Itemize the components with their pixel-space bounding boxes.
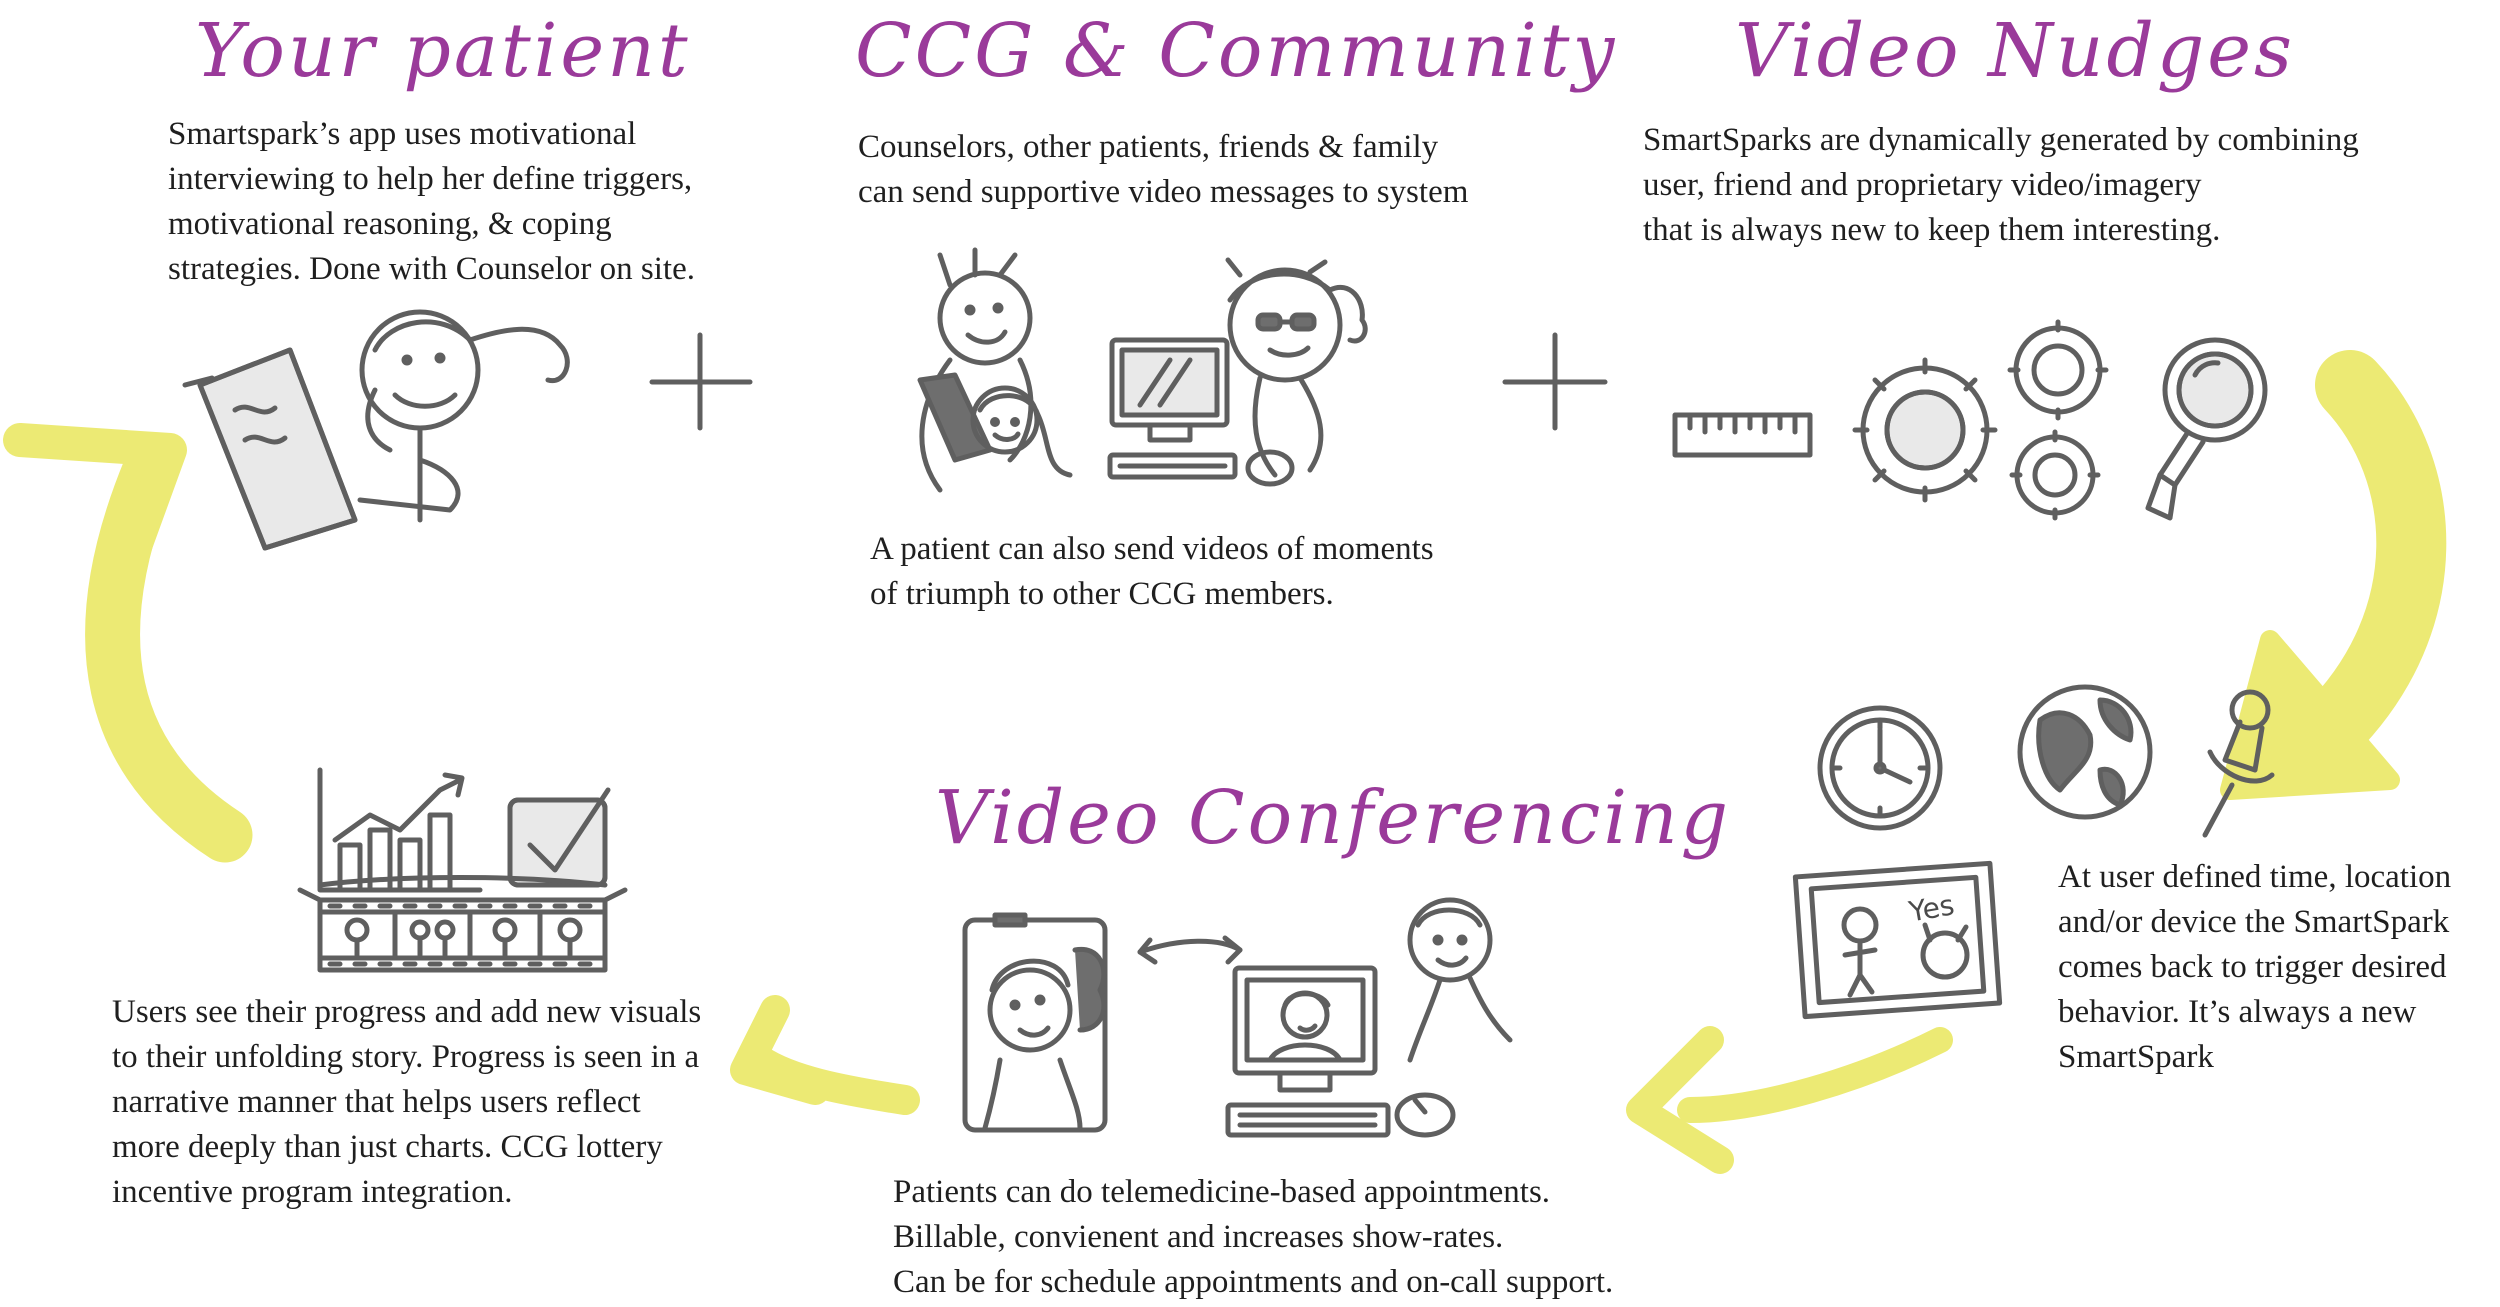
video-nudges-description: SmartSparks are dynamically generated by… — [1643, 118, 2359, 253]
ccg-community-title: CCG & Community — [855, 8, 1618, 94]
computer-icon — [1225, 965, 1456, 1138]
magnifier-icon — [2145, 337, 2268, 521]
your-patient-description: Smartspark’s app uses motivational inter… — [168, 112, 695, 292]
text-line: Patients can do telemedicine-based appoi… — [893, 1174, 1551, 1210]
plus-icon — [1502, 332, 1608, 431]
text-line: interviewing to help her define triggers… — [168, 161, 693, 197]
computer-icon — [1107, 337, 1238, 480]
video-frame-icon — [1792, 860, 2003, 1020]
video-conferencing-description: Patients can do telemedicine-based appoi… — [893, 1170, 1613, 1305]
video-conferencing-title: Video Conferencing — [935, 775, 1732, 861]
clock-icon — [1817, 705, 1943, 831]
ccg-note: A patient can also send videos of moment… — [870, 527, 1434, 617]
ccg-description: Counselors, other patients, friends & fa… — [858, 125, 1468, 215]
text-line: motivational reasoning, & coping — [168, 206, 612, 242]
text-line: and/or device the SmartSpark — [2058, 904, 2450, 940]
checkbox-icon — [507, 787, 611, 888]
text-line: can send supportive video messages to sy… — [858, 174, 1469, 210]
plus-icon — [649, 332, 753, 431]
text-line: incentive program integration. — [112, 1174, 513, 1210]
video-nudges-title: Video Nudges — [1735, 8, 2295, 94]
text-line: A patient can also send videos of moment… — [870, 531, 1434, 567]
text-line: Billable, convienent and increases show-… — [893, 1219, 1504, 1255]
text-line: At user defined time, location — [2058, 859, 2452, 895]
text-line: strategies. Done with Counselor on site. — [168, 251, 696, 287]
text-line: Can be for schedule appointments and on-… — [893, 1264, 1614, 1300]
text-line: that is always new to keep them interest… — [1643, 212, 2221, 248]
cycle-arrow-head-bottom-left — [730, 995, 830, 1105]
video-frame-text: Yes — [1906, 888, 1957, 929]
text-line: of triumph to other CCG members. — [870, 576, 1334, 612]
text-line: Smartspark’s app uses motivational — [168, 116, 637, 152]
text-line: narrative manner that helps users reflec… — [112, 1084, 641, 1120]
text-line: more deeply than just charts. CCG lotter… — [112, 1129, 663, 1165]
gears-icon — [1852, 319, 2109, 521]
your-patient-title: Your patient — [195, 8, 691, 94]
text-line: behavior. It’s always a new — [2058, 994, 2417, 1030]
progress-chart-icon — [317, 767, 483, 893]
filmstrip-icon — [297, 875, 628, 973]
cycle-arrow-icon — [2295, 350, 2447, 765]
text-line: SmartSparks are dynamically generated by… — [1643, 122, 2359, 158]
text-line: user, friend and proprietary video/image… — [1643, 167, 2202, 203]
phone-video-icon — [962, 912, 1108, 1133]
text-line: Counselors, other patients, friends & fa… — [858, 129, 1439, 165]
patient-doodle-icon — [182, 309, 570, 551]
cycle-arrow-head-right — [2220, 630, 2400, 800]
cycle-arrow-head-left — [3, 423, 187, 577]
counselor-doodle-icon — [1225, 257, 1368, 487]
text-line: Users see their progress and add new vis… — [112, 994, 702, 1030]
ruler-icon — [1672, 412, 1813, 458]
progress-description: Users see their progress and add new vis… — [112, 990, 701, 1215]
globe-icon — [2017, 684, 2153, 820]
text-line: comes back to trigger desired — [2058, 949, 2447, 985]
cycle-arrow-icon — [1677, 1027, 1953, 1123]
trigger-description: At user defined time, location and/or de… — [2058, 855, 2451, 1080]
text-line: to their unfolding story. Progress is se… — [112, 1039, 700, 1075]
pushpin-icon — [2202, 689, 2275, 838]
cycle-arrow-head-bottom-right — [1626, 1026, 1734, 1174]
family-doodle-icon — [917, 247, 1073, 493]
doctor-doodle-icon — [1407, 897, 1513, 1063]
two-way-arrow-icon — [1137, 935, 1243, 965]
text-line: SmartSpark — [2058, 1039, 2214, 1075]
